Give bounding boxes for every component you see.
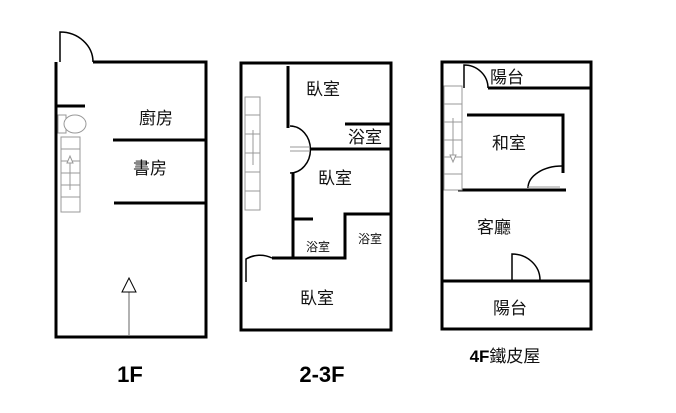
floor-label-4f: 4F鐵皮屋 <box>470 347 541 367</box>
room-study: 書房 <box>133 159 167 179</box>
floor-2-3f: 臥室 浴室 臥室 浴室 浴室 臥室 2-3F <box>239 61 393 387</box>
bedroom-door-lower <box>245 254 273 282</box>
bedroom-door <box>289 125 312 174</box>
room-bedroom-3: 臥室 <box>300 289 334 309</box>
room-balcony-bottom: 陽台 <box>493 299 527 319</box>
room-tatami: 和室 <box>492 134 526 154</box>
room-bath-1: 浴室 <box>348 128 382 148</box>
floor-1f: 廚房 書房 1F <box>54 31 208 387</box>
room-bedroom-1: 臥室 <box>306 80 340 100</box>
room-bedroom-2: 臥室 <box>318 169 352 189</box>
toilet-icon <box>57 114 87 134</box>
room-balcony-top: 陽台 <box>490 68 524 88</box>
floor-label-1f: 1F <box>117 362 143 387</box>
tatami-door <box>527 165 563 189</box>
room-living: 客廳 <box>477 218 511 238</box>
balcony-door <box>463 64 489 89</box>
room-kitchen: 廚房 <box>139 108 173 129</box>
stairs <box>244 96 261 211</box>
floor-4f: 陽台 和室 客廳 陽台 4F鐵皮屋 <box>440 60 593 367</box>
room-bath-2: 浴室 <box>306 239 330 254</box>
entry-arrow-icon <box>121 276 137 335</box>
balcony-door-lower <box>511 253 541 281</box>
floor-label-2-3f: 2-3F <box>299 362 344 387</box>
entrance-door <box>59 31 94 63</box>
room-bath-3: 浴室 <box>358 231 382 246</box>
stairs <box>60 136 81 213</box>
stairs <box>443 85 463 191</box>
